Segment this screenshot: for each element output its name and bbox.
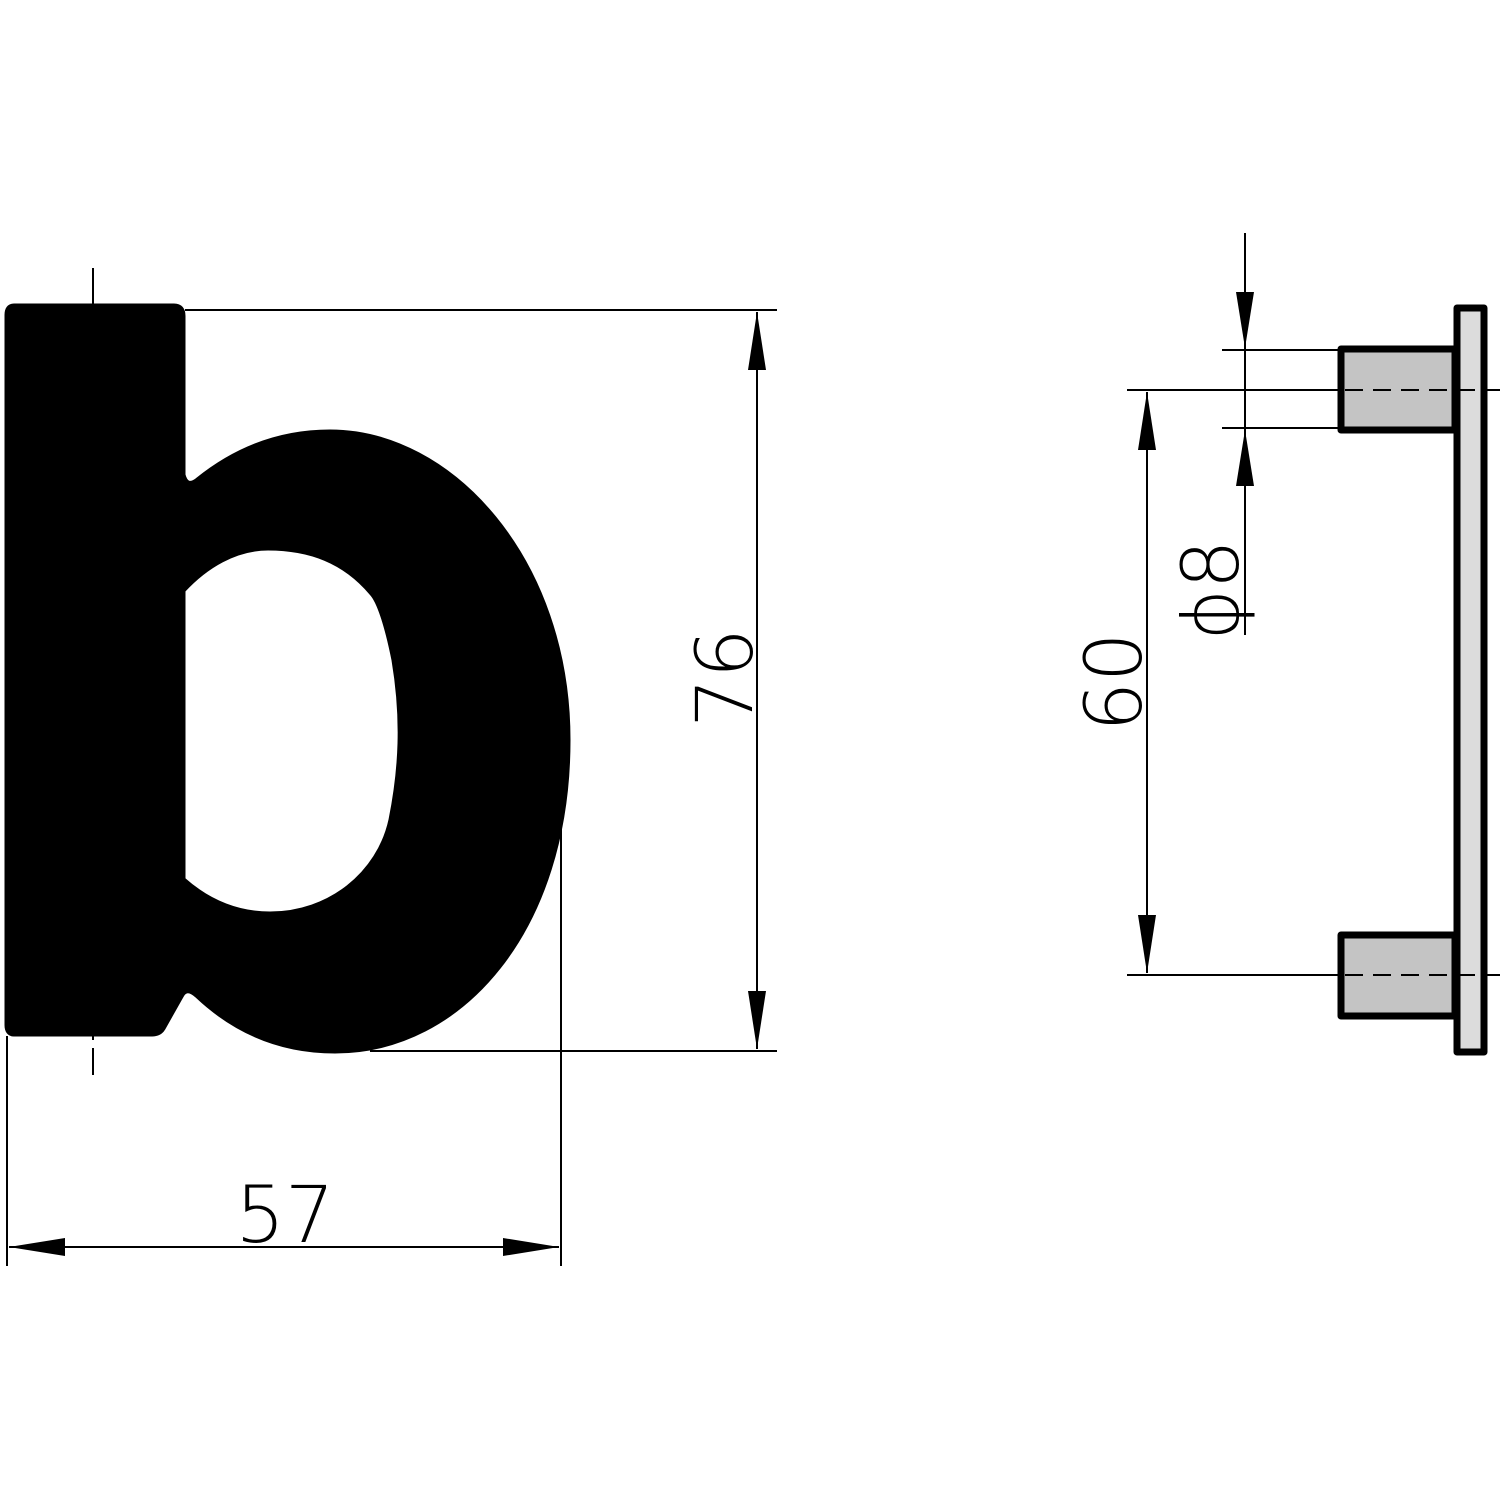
- arrow-up-icon: [1138, 392, 1156, 450]
- arrow-left-icon: [9, 1238, 65, 1256]
- letter-b-shape: [4, 303, 571, 1054]
- arrow-up-icon: [748, 312, 766, 370]
- height-label: 76: [681, 628, 771, 727]
- width-label: 57: [235, 1171, 334, 1261]
- plate: [1453, 304, 1488, 1056]
- height-dimension: 76: [185, 309, 777, 1052]
- diameter-dimension: ϕ8: [1167, 233, 1340, 641]
- arrow-down-icon: [748, 991, 766, 1049]
- arrow-down-icon: [1138, 915, 1156, 973]
- side-view: [1127, 304, 1500, 1056]
- front-view: [4, 268, 571, 1075]
- width-dimension: 57: [6, 810, 562, 1266]
- arrow-right-icon: [503, 1238, 559, 1256]
- diameter-label: ϕ8: [1167, 539, 1257, 640]
- arrow-up-icon: [1236, 430, 1254, 486]
- spacing-dimension: 60: [1070, 392, 1160, 973]
- spacing-label: 60: [1070, 632, 1160, 731]
- arrow-down-icon: [1236, 292, 1254, 348]
